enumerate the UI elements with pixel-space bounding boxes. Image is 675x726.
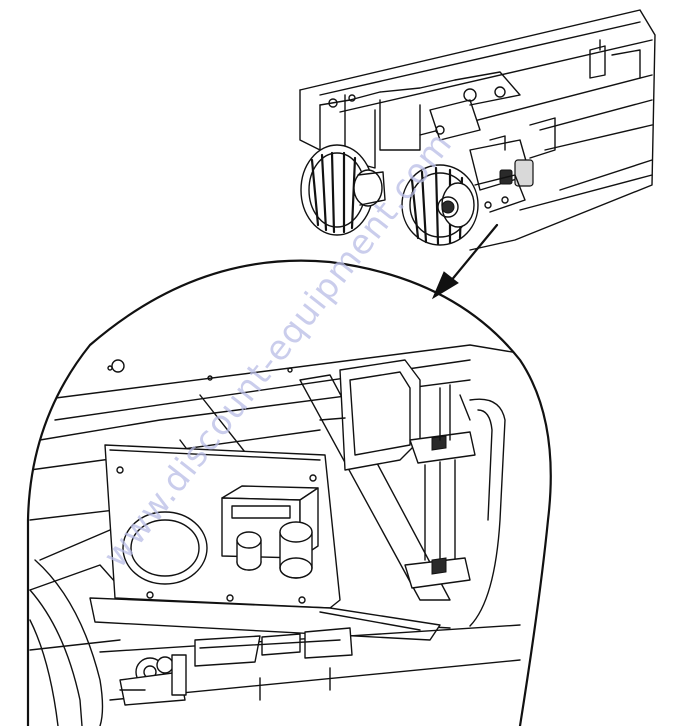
lower-plate <box>89 597 441 641</box>
chassis-overview <box>299 9 656 251</box>
capacitor-posts <box>236 521 313 579</box>
pivot-pins <box>119 654 187 706</box>
oval-access-hole <box>122 511 208 585</box>
rear-wheel <box>300 144 386 236</box>
pivot-bracket <box>404 384 506 627</box>
magnified-detail-view <box>26 259 552 726</box>
frame-rail <box>299 9 656 251</box>
detail-circle-outline <box>26 259 552 726</box>
detail-callout-arrow <box>431 223 499 300</box>
front-wheel <box>401 164 479 246</box>
wheel-arch <box>34 559 104 726</box>
diagonal-brace <box>299 374 451 601</box>
